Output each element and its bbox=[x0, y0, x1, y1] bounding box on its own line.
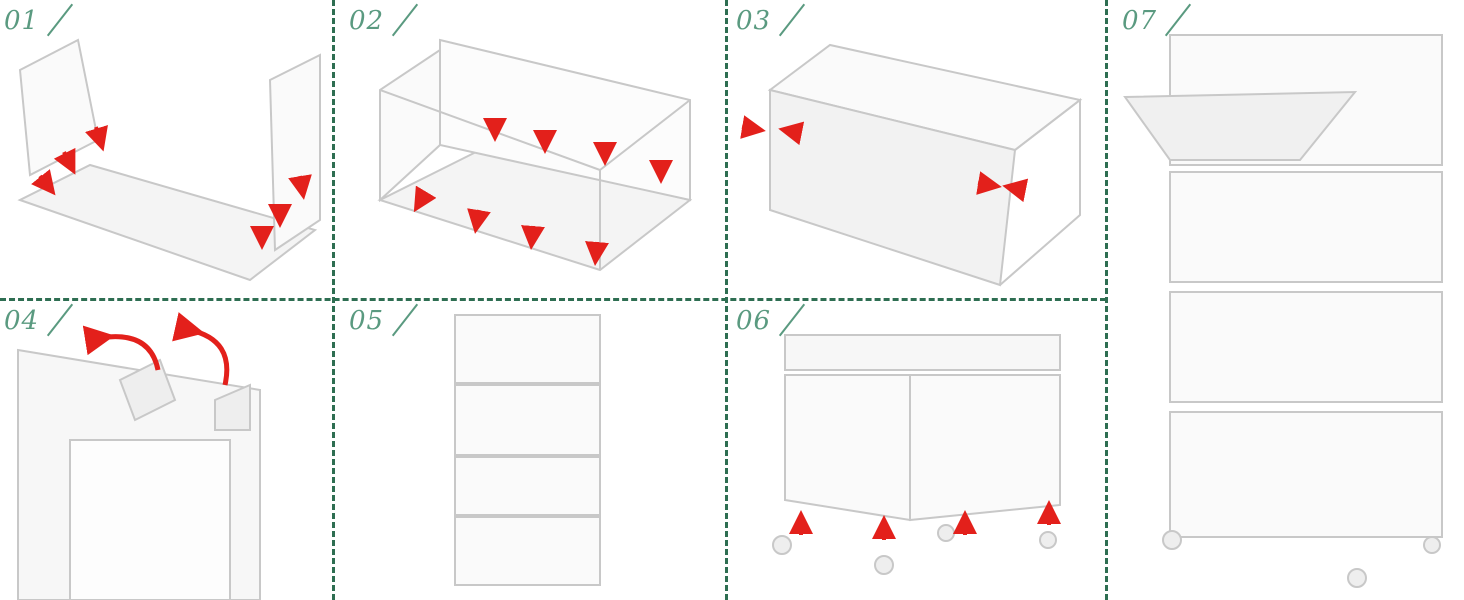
step-label-04: 04 bbox=[4, 306, 40, 336]
step-label-01: 01 bbox=[4, 6, 40, 36]
step-label-06: 06 bbox=[736, 306, 772, 336]
step-label-05: 05 bbox=[349, 306, 385, 336]
rotate-arrows bbox=[82, 312, 230, 386]
step-06-illustration bbox=[772, 334, 1061, 575]
step-04-illustration bbox=[17, 348, 261, 600]
step-05-illustration bbox=[454, 314, 601, 586]
step-label-07: 07 bbox=[1122, 6, 1158, 36]
step-07-illustration bbox=[1123, 34, 1443, 588]
step-label-03: 03 bbox=[736, 6, 772, 36]
step-01-illustration bbox=[17, 38, 321, 282]
step-03-illustration bbox=[767, 43, 1083, 287]
red-arrows bbox=[31, 115, 1061, 540]
divider-vertical-3 bbox=[1105, 0, 1108, 600]
divider-horizontal bbox=[0, 298, 1106, 301]
step-02-illustration bbox=[377, 38, 693, 272]
step-label-02: 02 bbox=[349, 6, 385, 36]
